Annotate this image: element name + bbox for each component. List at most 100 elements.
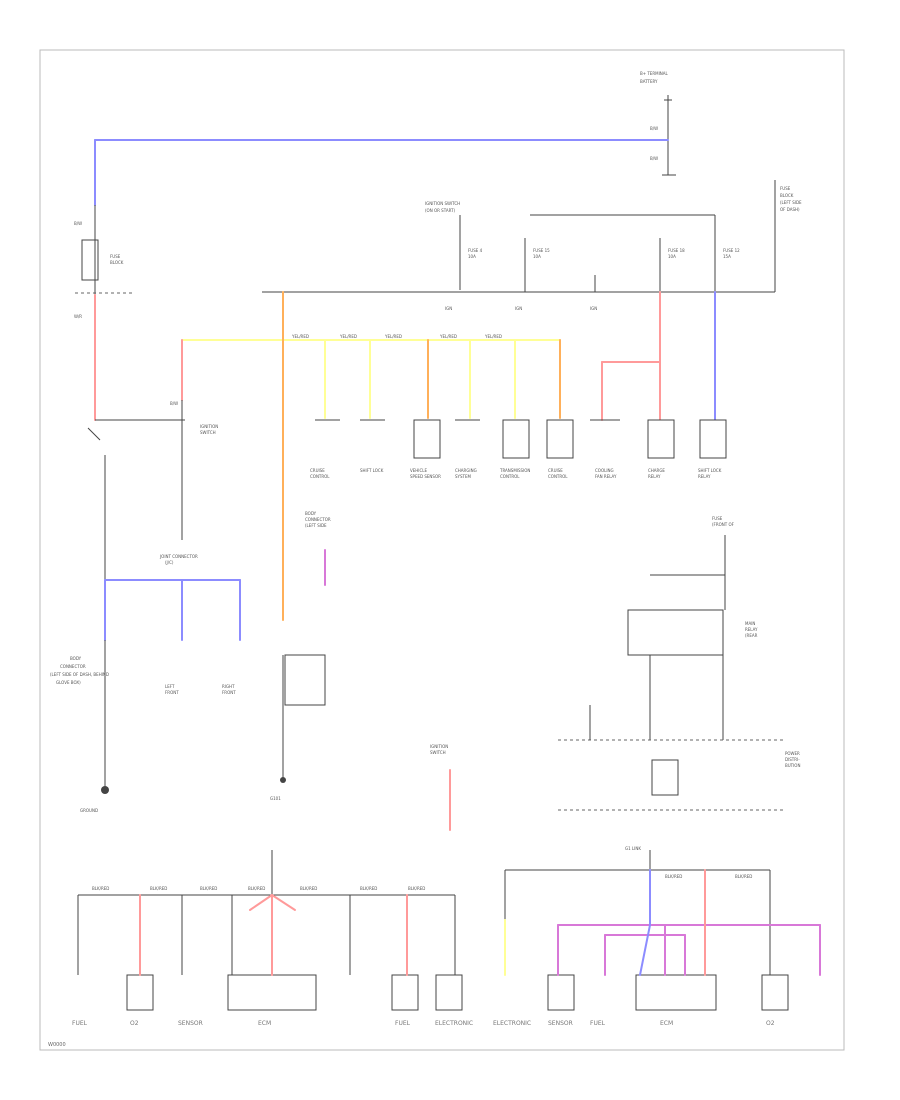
svg-text:SWITCH: SWITCH bbox=[200, 430, 216, 435]
svg-text:JOINT CONNECTOR: JOINT CONNECTOR bbox=[159, 554, 198, 559]
svg-text:FUSE 18: FUSE 18 bbox=[668, 248, 685, 253]
svg-text:ECM: ECM bbox=[660, 1020, 673, 1027]
svg-text:FUEL: FUEL bbox=[590, 1020, 606, 1027]
svg-text:W/R: W/R bbox=[74, 314, 82, 319]
svg-text:VEHICLE: VEHICLE bbox=[410, 468, 427, 473]
svg-text:ECM: ECM bbox=[258, 1020, 271, 1027]
relay-box-right: FUSE (FRONT OF MAIN RELAY (REAR POWER DI… bbox=[558, 516, 800, 811]
svg-text:BLK/RED: BLK/RED bbox=[92, 886, 109, 891]
svg-text:CONTROL: CONTROL bbox=[548, 474, 568, 479]
svg-text:SENSOR: SENSOR bbox=[548, 1020, 573, 1027]
svg-text:15A: 15A bbox=[723, 254, 731, 259]
svg-text:ELECTRONIC: ELECTRONIC bbox=[493, 1020, 531, 1027]
svg-text:BLK/RED: BLK/RED bbox=[360, 886, 377, 891]
svg-text:B/W: B/W bbox=[650, 126, 658, 131]
svg-text:FUSE 15: FUSE 15 bbox=[533, 248, 550, 253]
svg-text:(LEFT SIDE: (LEFT SIDE bbox=[305, 523, 327, 528]
svg-text:OF DASH): OF DASH) bbox=[780, 207, 800, 212]
ground-point-left bbox=[101, 786, 109, 794]
svg-text:YEL/RED: YEL/RED bbox=[484, 334, 502, 339]
svg-text:BODY: BODY bbox=[70, 656, 82, 661]
svg-text:RELAY: RELAY bbox=[648, 474, 661, 479]
bottom-labels: FUEL O2 SENSOR ECM FUEL ELECTRONIC ELECT… bbox=[72, 1020, 775, 1027]
svg-text:IGN: IGN bbox=[590, 306, 597, 311]
svg-text:G1 LINK: G1 LINK bbox=[625, 846, 641, 851]
svg-text:B/W: B/W bbox=[170, 401, 178, 406]
svg-text:BLK/RED: BLK/RED bbox=[408, 886, 425, 891]
svg-text:FUSE: FUSE bbox=[110, 254, 121, 259]
svg-text:LEFT: LEFT bbox=[165, 684, 175, 689]
svg-text:RELAY: RELAY bbox=[745, 627, 758, 632]
svg-text:CHARGING: CHARGING bbox=[455, 468, 477, 473]
component-row-top: CRUISE CONTROL SHIFT LOCK VEHICLE SPEED … bbox=[310, 419, 727, 479]
svg-text:SWITCH: SWITCH bbox=[430, 750, 446, 755]
svg-text:BODY: BODY bbox=[305, 511, 317, 516]
svg-text:CONTROL: CONTROL bbox=[500, 474, 520, 479]
svg-text:BUTION: BUTION bbox=[785, 763, 800, 768]
svg-text:G101: G101 bbox=[270, 796, 281, 801]
svg-text:YEL/RED: YEL/RED bbox=[439, 334, 457, 339]
battery-fusible-link: B+ TERMINAL BATTERY B/W B/W bbox=[640, 71, 676, 176]
svg-text:IGNITION SWITCH: IGNITION SWITCH bbox=[425, 201, 460, 206]
svg-text:(FRONT OF: (FRONT OF bbox=[712, 522, 735, 527]
svg-text:10A: 10A bbox=[468, 254, 476, 259]
svg-text:RIGHT: RIGHT bbox=[222, 684, 235, 689]
svg-text:YEL/RED: YEL/RED bbox=[384, 334, 402, 339]
svg-text:(REAR: (REAR bbox=[745, 633, 758, 638]
svg-text:YEL/RED: YEL/RED bbox=[339, 334, 357, 339]
fusible-link-left: FUSE BLOCK B/W bbox=[74, 205, 124, 295]
svg-text:GROUND: GROUND bbox=[80, 808, 98, 813]
svg-text:(J/C): (J/C) bbox=[165, 560, 174, 565]
svg-text:B/W: B/W bbox=[650, 156, 658, 161]
svg-text:FUSE: FUSE bbox=[780, 186, 791, 191]
svg-text:SENSOR: SENSOR bbox=[178, 1020, 203, 1027]
svg-text:SHIFT LOCK: SHIFT LOCK bbox=[698, 468, 722, 473]
svg-text:BATTERY: BATTERY bbox=[640, 79, 658, 84]
diagram-id-label: W0000 bbox=[48, 1042, 66, 1048]
svg-text:CONNECTOR: CONNECTOR bbox=[60, 664, 86, 669]
svg-text:FUSE 12: FUSE 12 bbox=[723, 248, 740, 253]
svg-text:(ON OR START): (ON OR START) bbox=[425, 208, 456, 213]
svg-text:COOLING: COOLING bbox=[595, 468, 614, 473]
svg-text:O2: O2 bbox=[766, 1020, 775, 1027]
ignition-switch: IGNITION SWITCH JOINT CONNECTOR (J/C) B/… bbox=[87, 400, 218, 580]
svg-text:CONTROL: CONTROL bbox=[310, 474, 330, 479]
svg-text:SHIFT LOCK: SHIFT LOCK bbox=[360, 468, 384, 473]
svg-text:BLK/RED: BLK/RED bbox=[735, 874, 752, 879]
svg-text:B+ TERMINAL: B+ TERMINAL bbox=[640, 71, 668, 76]
svg-text:IGNITION: IGNITION bbox=[430, 744, 448, 749]
svg-text:(LEFT SIDE: (LEFT SIDE bbox=[780, 200, 802, 205]
svg-text:RELAY: RELAY bbox=[698, 474, 711, 479]
svg-text:CRUISE: CRUISE bbox=[310, 468, 325, 473]
svg-text:TRANSMISSION: TRANSMISSION bbox=[499, 468, 530, 473]
svg-text:CRUISE: CRUISE bbox=[548, 468, 563, 473]
svg-text:FUSE: FUSE bbox=[712, 516, 723, 521]
svg-text:10A: 10A bbox=[533, 254, 541, 259]
svg-text:BLK/RED: BLK/RED bbox=[150, 886, 167, 891]
bottom-right-bus: G1 LINK BLK/RED BLK/RED bbox=[504, 846, 789, 1011]
svg-text:FRONT: FRONT bbox=[165, 690, 179, 695]
svg-text:BLK/RED: BLK/RED bbox=[200, 886, 217, 891]
svg-text:10A: 10A bbox=[668, 254, 676, 259]
svg-text:CHARGE: CHARGE bbox=[648, 468, 665, 473]
bottom-left-bus: BLK/RED BLK/RED BLK/RED BLK/RED BLK/RED … bbox=[77, 850, 463, 1011]
svg-text:FAN RELAY: FAN RELAY bbox=[595, 474, 617, 479]
svg-text:IGNITION: IGNITION bbox=[200, 424, 218, 429]
svg-text:YEL/RED: YEL/RED bbox=[291, 334, 309, 339]
svg-text:GLOVE BOX): GLOVE BOX) bbox=[56, 680, 81, 685]
svg-text:DISTRI-: DISTRI- bbox=[785, 757, 800, 762]
svg-text:SPEED SENSOR: SPEED SENSOR bbox=[410, 474, 441, 479]
svg-text:BLOCK: BLOCK bbox=[110, 260, 124, 265]
svg-text:BLK/RED: BLK/RED bbox=[248, 886, 265, 891]
diagram-border bbox=[39, 49, 845, 1051]
svg-text:(LEFT SIDE OF DASH, BEHIND: (LEFT SIDE OF DASH, BEHIND bbox=[50, 672, 109, 677]
svg-text:BLK/RED: BLK/RED bbox=[665, 874, 682, 879]
svg-text:CONNECTOR: CONNECTOR bbox=[305, 517, 331, 522]
svg-text:ELECTRONIC: ELECTRONIC bbox=[435, 1020, 473, 1027]
svg-text:FUSE 4: FUSE 4 bbox=[468, 248, 483, 253]
svg-text:IGN: IGN bbox=[515, 306, 522, 311]
main-fuse-block: IGNITION SWITCH (ON OR START) FUSE 4 10A… bbox=[262, 180, 802, 311]
svg-text:FUEL: FUEL bbox=[395, 1020, 411, 1027]
svg-text:BLOCK: BLOCK bbox=[780, 193, 794, 198]
